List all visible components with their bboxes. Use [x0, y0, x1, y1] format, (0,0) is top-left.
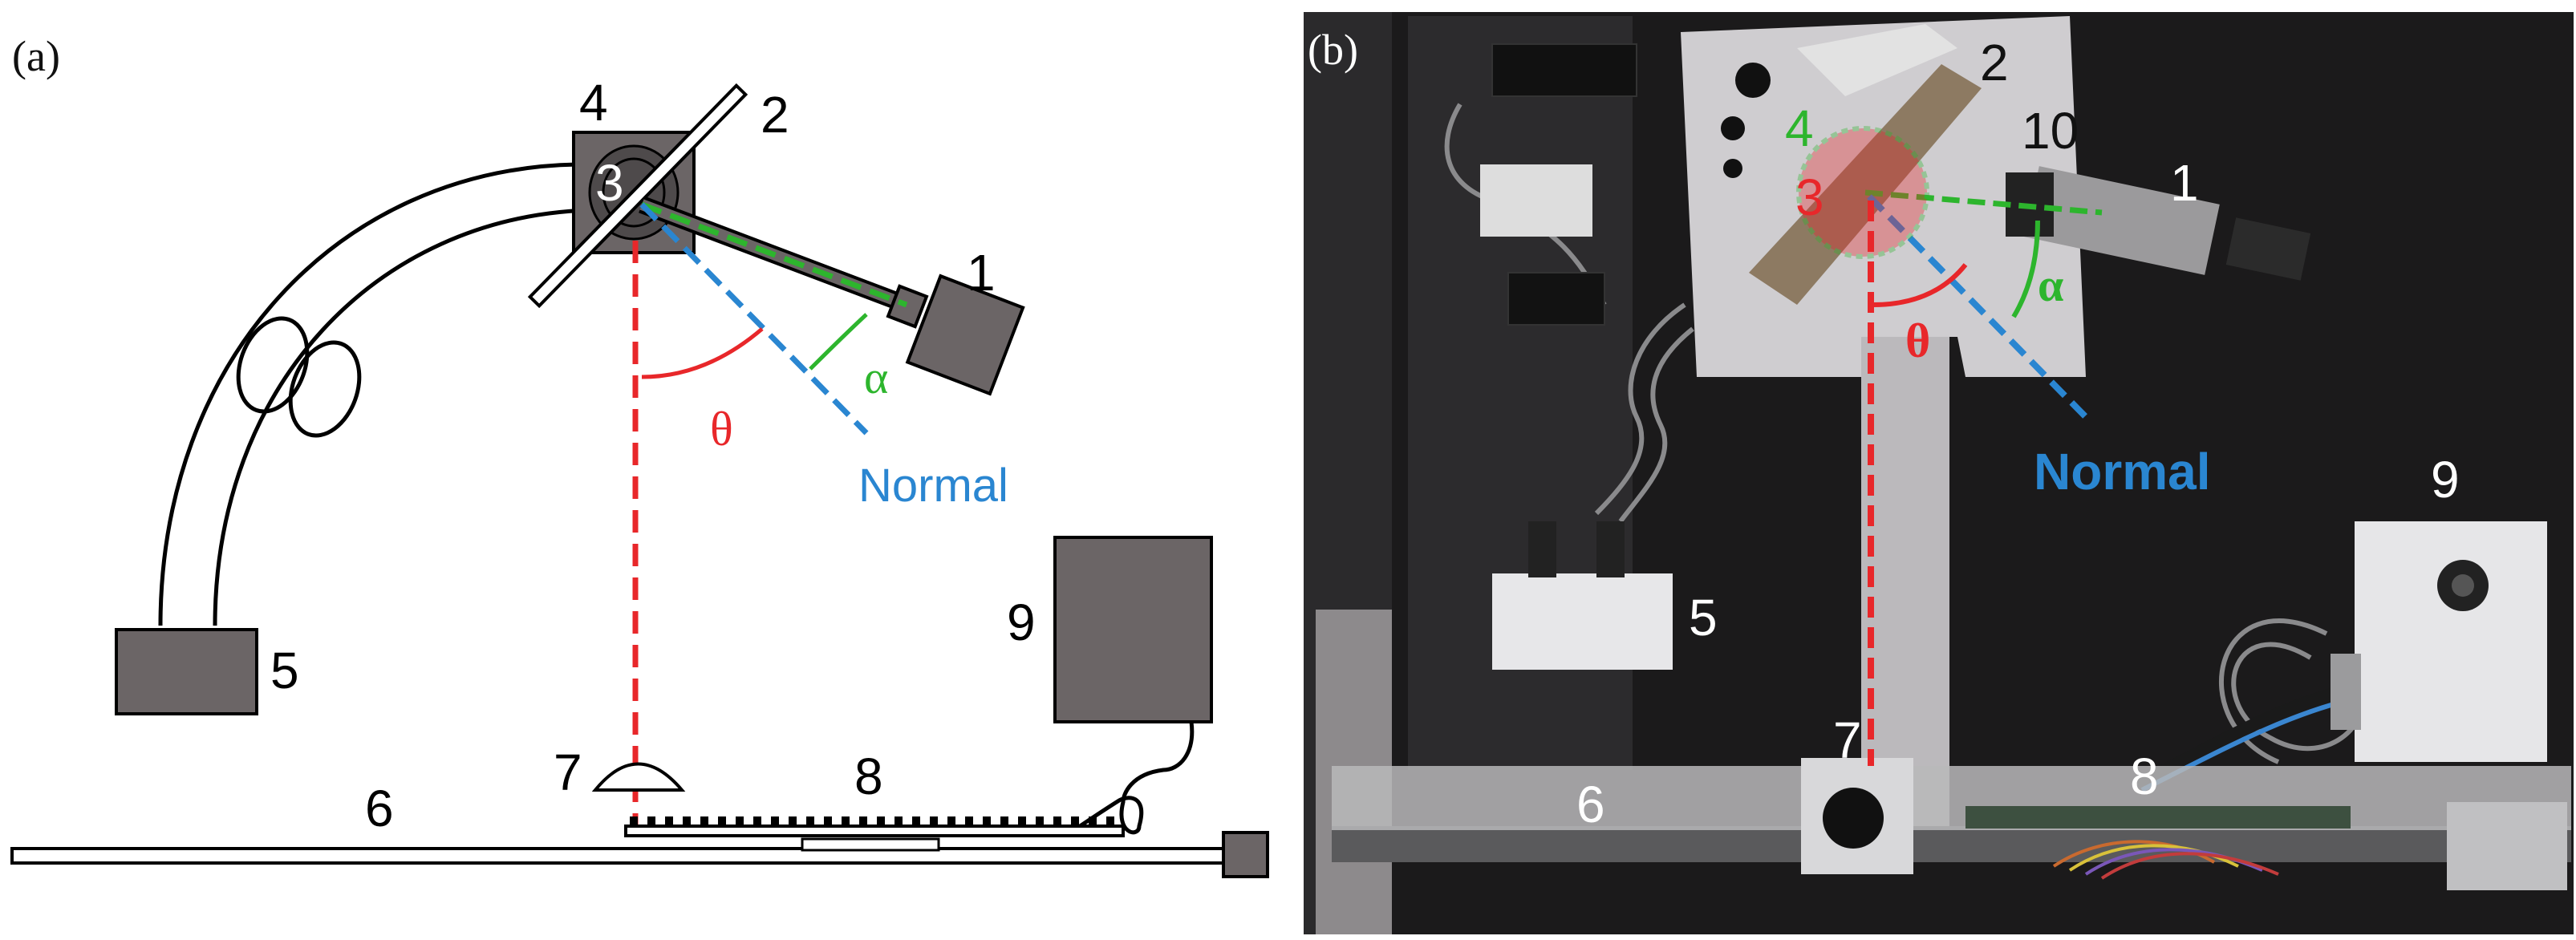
label-b-3: 3: [1795, 168, 1824, 226]
theta-symbol-b: θ: [1905, 314, 1930, 367]
led-tooth: [771, 816, 779, 828]
fiber-bundle: [158, 162, 1195, 837]
incident-beam: [640, 201, 908, 308]
led-array: [624, 816, 1125, 837]
led-tooth: [1106, 816, 1114, 828]
panel-a: (a): [10, 32, 1269, 878]
normal-line: [639, 202, 869, 436]
label-b-10: 10: [2022, 102, 2079, 160]
led-tooth: [859, 816, 867, 828]
normal-label-a: Normal: [858, 460, 1008, 512]
led-tooth: [647, 816, 655, 828]
label-a-5: 5: [270, 642, 299, 699]
led-tooth: [824, 816, 832, 828]
spectrometer-box: [115, 628, 258, 715]
label-a-2: 2: [761, 86, 789, 144]
led-tooth: [718, 816, 726, 828]
led-tooth: [1053, 816, 1061, 828]
panel-b-label: (b): [1308, 26, 1358, 74]
led-tooth: [806, 816, 814, 828]
theta-symbol-a: θ: [710, 403, 733, 456]
label-a-7: 7: [554, 743, 582, 801]
led-tooth: [1018, 816, 1026, 828]
label-b-1: 1: [2170, 154, 2199, 212]
photo-spectrometer: [1492, 573, 1673, 670]
led-tooth: [665, 816, 673, 828]
light-source-box: [905, 273, 1025, 396]
label-b-7: 7: [1833, 711, 1862, 769]
photo-theta-arc: [1872, 263, 1968, 307]
led-tooth: [965, 816, 973, 828]
photo-component-9: [2355, 521, 2547, 762]
label-b-6: 6: [1576, 776, 1605, 833]
light-source-nozzle: [886, 284, 929, 329]
led-tooth: [736, 816, 744, 828]
component-9-box: [1053, 536, 1213, 723]
alpha-arc: [809, 313, 868, 371]
focusing-lens: [591, 762, 686, 792]
normal-label-b: Normal: [2034, 443, 2211, 500]
led-tooth: [1071, 816, 1079, 828]
label-a-6: 6: [365, 780, 394, 837]
led-tooth: [753, 816, 761, 828]
label-b-5: 5: [1689, 589, 1718, 646]
photo-normal-line: [1867, 194, 2092, 423]
label-b-9: 9: [2431, 451, 2460, 508]
photo-incident-beam: [1864, 189, 2103, 216]
led-tooth: [1000, 816, 1008, 828]
led-tooth: [789, 816, 797, 828]
led-tooth: [630, 816, 638, 828]
label-a-1: 1: [967, 244, 996, 302]
led-tooth: [1089, 816, 1097, 828]
rail-motor: [1222, 831, 1269, 878]
led-tooth: [1036, 816, 1044, 828]
led-tooth: [947, 816, 955, 828]
theta-arc: [641, 327, 764, 379]
alpha-symbol-a: α: [864, 351, 888, 403]
led-tooth: [683, 816, 691, 828]
label-a-8: 8: [854, 748, 883, 805]
led-tooth: [912, 816, 920, 828]
linear-rail: [10, 847, 1229, 865]
fiber-loop-2: [288, 340, 362, 438]
panel-a-label: (a): [12, 32, 60, 80]
led-tooth: [700, 816, 708, 828]
photo-focus-circle: [1796, 126, 1929, 259]
photo-alpha-arc: [2011, 220, 2040, 318]
photo-light-source: [2024, 166, 2220, 275]
label-a-4: 4: [579, 74, 608, 132]
label-b-8: 8: [2130, 748, 2159, 805]
photo-rail: [1332, 826, 2571, 862]
led-tooth: [895, 816, 903, 828]
led-tooth: [930, 816, 938, 828]
panel-b: (b) 1 2 3 4 5 6 7 8 9 10 θ α Normal: [1304, 12, 2574, 934]
alpha-symbol-b: α: [2038, 259, 2063, 311]
label-a-9: 9: [1007, 594, 1036, 651]
label-b-4: 4: [1785, 99, 1814, 157]
led-tooth: [877, 816, 885, 828]
photo-sample-holder: [1749, 64, 1982, 305]
label-b-2: 2: [1980, 34, 2009, 91]
label-a-3: 3: [595, 154, 624, 212]
photo-led-array: [1965, 806, 2351, 829]
led-tooth: [842, 816, 850, 828]
fiber-loop-1: [236, 316, 310, 414]
led-tooth: [983, 816, 991, 828]
